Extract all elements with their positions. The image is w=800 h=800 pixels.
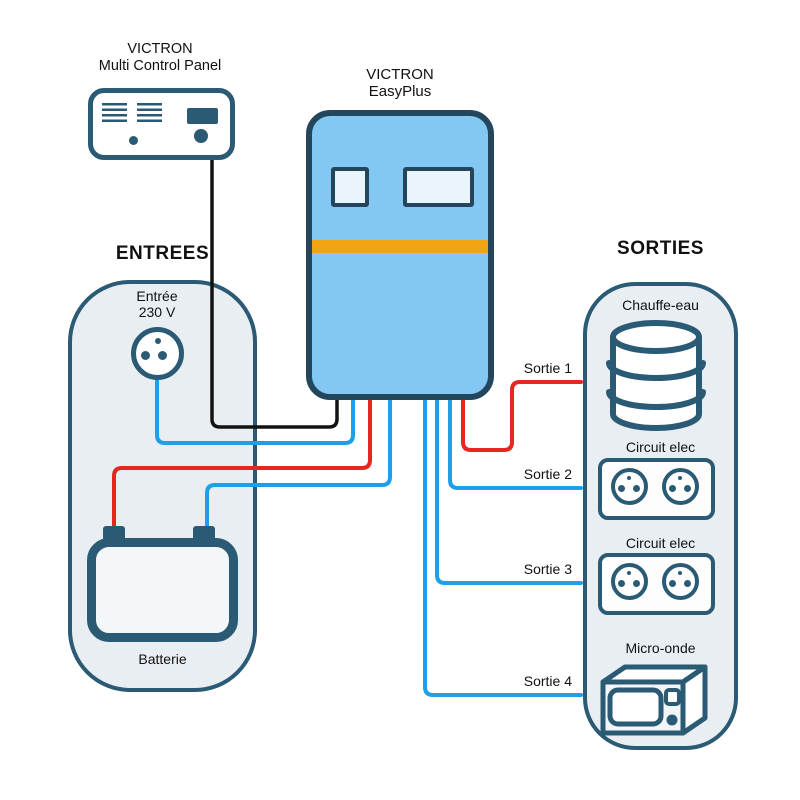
microwave-label: Micro-onde bbox=[625, 640, 696, 656]
outlet-pin-icon bbox=[627, 476, 631, 480]
outlet-hole-icon bbox=[669, 485, 676, 492]
outlet-icon bbox=[611, 468, 648, 505]
unit-orange-stripe bbox=[312, 240, 488, 253]
outlet-hole-icon bbox=[618, 485, 625, 492]
inverter-unit-icon bbox=[306, 110, 494, 400]
outlet-pin-icon bbox=[627, 571, 631, 575]
vent-lines-icon bbox=[102, 103, 127, 122]
outlet-icon bbox=[662, 563, 699, 600]
panel-led-icon bbox=[129, 136, 138, 145]
ac-socket-icon bbox=[131, 327, 184, 380]
control-panel-label-line1: VICTRON bbox=[127, 41, 193, 57]
control-panel-icon bbox=[88, 88, 235, 160]
ac-input-label: Entrée 230 V bbox=[92, 288, 222, 320]
ac-input-label-line1: Entrée bbox=[136, 288, 178, 304]
sortie4-label: Sortie 4 bbox=[523, 673, 572, 689]
easyplus-label-line1: VICTRON bbox=[366, 66, 434, 83]
easyplus-label: VICTRON EasyPlus bbox=[300, 66, 500, 100]
battery-icon bbox=[87, 538, 238, 642]
outlet-hole-icon bbox=[684, 580, 691, 587]
outlet-hole-icon bbox=[618, 580, 625, 587]
outlet-pin-icon bbox=[678, 476, 682, 480]
outlet-pin-icon bbox=[678, 571, 682, 575]
socket-hole-icon bbox=[141, 351, 150, 360]
easyplus-label-line2: EasyPlus bbox=[368, 83, 432, 100]
circuit-elec-label-2: Circuit elec bbox=[625, 535, 696, 551]
panel-knob-icon bbox=[194, 129, 208, 143]
unit-window-small bbox=[331, 167, 369, 207]
sortie1-label: Sortie 1 bbox=[523, 360, 572, 376]
outlet-hole-icon bbox=[669, 580, 676, 587]
outlet-icon bbox=[662, 468, 699, 505]
sortie3-wire bbox=[435, 398, 583, 585]
sortie2-label: Sortie 2 bbox=[523, 466, 572, 482]
water-heater-icon bbox=[606, 320, 706, 431]
microwave-icon bbox=[600, 664, 708, 736]
outlet-hole-icon bbox=[684, 485, 691, 492]
water-heater-label: Chauffe-eau bbox=[622, 297, 699, 313]
outlet-icon bbox=[611, 563, 648, 600]
panel-display-icon bbox=[187, 108, 218, 124]
battery-label: Batterie bbox=[138, 651, 187, 667]
double-socket-icon bbox=[598, 553, 715, 615]
control-panel-label: VICTRON Multi Control Panel bbox=[60, 41, 260, 75]
sortie4-wire bbox=[423, 398, 583, 697]
outlet-hole-icon bbox=[633, 485, 640, 492]
unit-window-large bbox=[403, 167, 474, 207]
ac-input-label-line2: 230 V bbox=[138, 304, 176, 320]
socket-pin-icon bbox=[155, 338, 161, 344]
control-panel-label-line2: Multi Control Panel bbox=[98, 58, 222, 74]
circuit-elec-label-1: Circuit elec bbox=[625, 439, 696, 455]
entrees-title: ENTREES bbox=[115, 243, 210, 264]
double-socket-icon bbox=[598, 458, 715, 520]
sorties-title: SORTIES bbox=[617, 238, 704, 259]
vent-lines-icon bbox=[137, 103, 162, 122]
outlet-hole-icon bbox=[633, 580, 640, 587]
socket-hole-icon bbox=[158, 351, 167, 360]
sortie3-label: Sortie 3 bbox=[523, 561, 572, 577]
